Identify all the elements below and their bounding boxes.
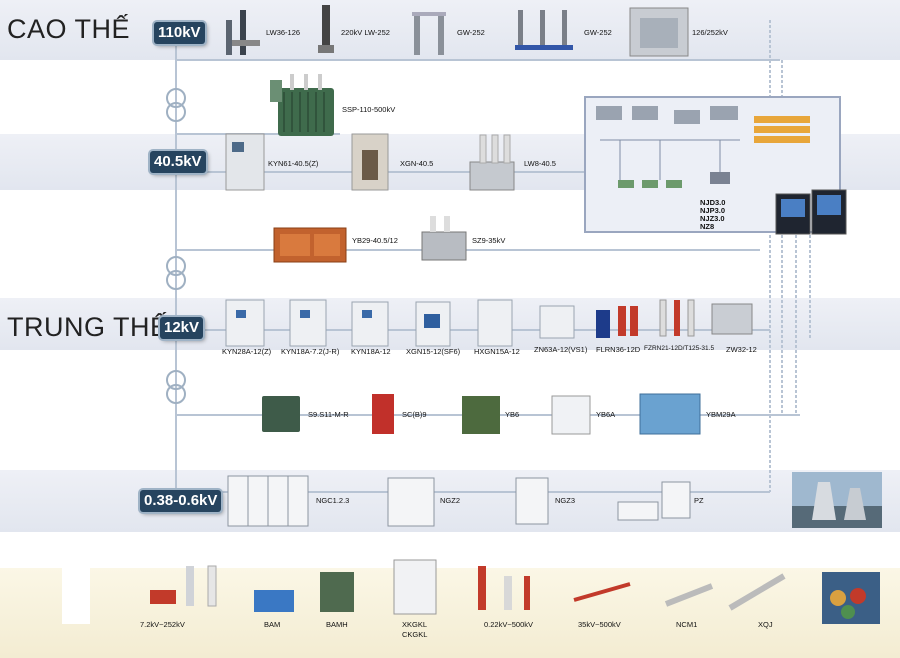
label-gw-252-a: GW-252: [457, 28, 485, 37]
label-ssp-110: SSP-110-500kV: [342, 105, 396, 114]
label-fzrn21: FZRN21-12D/T125-31.5: [644, 345, 715, 352]
badge-40kv: 40.5kV: [150, 151, 206, 173]
label-0-22kv-500kv: 0.22kV~500kV: [484, 620, 533, 629]
label-xgn15: XGN15-12(SF6): [406, 347, 461, 356]
badge-110kv: 110kV: [154, 22, 205, 44]
label-kyn61: KYN61-40.5(Z): [268, 159, 319, 168]
label-ckgkl: CKGKL: [402, 630, 428, 639]
label-7-2kv-252kv: 7.2kV~252kV: [140, 620, 185, 629]
badge-lv: 0.38-0.6kV: [140, 490, 222, 512]
label-kyn18a-7-2: KYN18A-7.2(J-R): [281, 347, 340, 356]
label-gw-252-b: GW-252: [584, 28, 612, 37]
label-yb29: YB29-40.5/12: [352, 236, 398, 245]
label-ybm29a: YBM29A: [706, 410, 736, 419]
label-njz3: NJZ3.0: [700, 214, 725, 223]
label-lw-252: 220kV LW-252: [341, 28, 390, 37]
label-lw36-126: LW36-126: [266, 28, 301, 37]
label-ngz3: NGZ3: [555, 496, 576, 505]
label-hxgn15a: HXGN15A-12: [474, 347, 520, 356]
label-s9-s11: S9.S11-M-R: [308, 410, 349, 419]
label-lw8: LW8-40.5: [524, 159, 556, 168]
label-yb6: YB6: [505, 410, 520, 419]
label-njp3: NJP3.0: [700, 206, 726, 215]
label-kyn18a-12: KYN18A-12: [351, 347, 391, 356]
label-ngc: NGC1.2.3: [316, 496, 350, 505]
level-title-high: CAO THẾ: [7, 14, 131, 44]
label-xkgkl: XKGKL: [402, 620, 428, 629]
label-nz8: NZ8: [700, 222, 715, 231]
label-xqj: XQJ: [758, 620, 773, 629]
label-126-252kv: 126/252kV: [692, 28, 728, 37]
badge-12kv: 12kV: [160, 317, 204, 339]
label-ngz2: NGZ2: [440, 496, 461, 505]
band-110kv: [0, 0, 900, 60]
label-scb9: SC(B)9: [402, 410, 427, 419]
label-zw32: ZW32-12: [726, 345, 757, 354]
level-title-medium: TRUNG THẾ: [7, 312, 169, 342]
label-ncm1: NCM1: [676, 620, 698, 629]
label-35kv-500kv: 35kV~500kV: [578, 620, 621, 629]
label-flrn36: FLRN36-12D: [596, 345, 641, 354]
label-kyn28a: KYN28A-12(Z): [222, 347, 272, 356]
label-pz: PZ: [694, 496, 704, 505]
label-xgn-40-5: XGN-40.5: [400, 159, 434, 168]
label-njd3: NJD3.0: [700, 198, 726, 207]
label-bam: BAM: [264, 620, 281, 629]
label-bamh: BAMH: [326, 620, 348, 629]
band-components: [0, 568, 900, 658]
label-sz9: SZ9-35kV: [472, 236, 506, 245]
label-yb6a: YB6A: [596, 410, 616, 419]
label-zn63a: ZN63A-12(VS1): [534, 345, 588, 354]
